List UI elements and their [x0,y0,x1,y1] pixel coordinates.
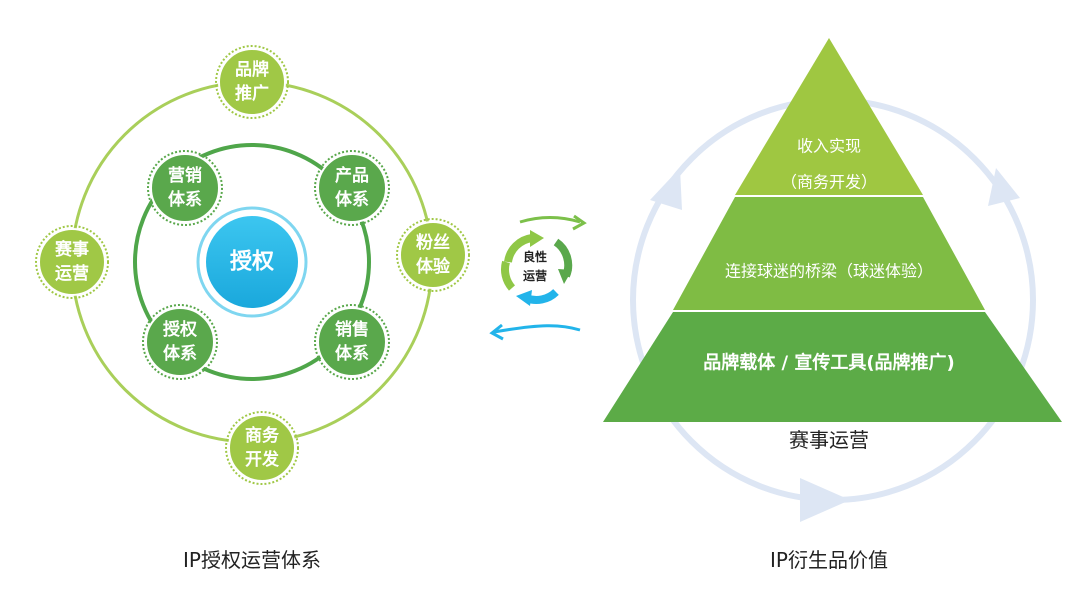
outer-node-event-operation: 赛事 运营 [35,225,109,299]
inner-node-label-line1: 营销 [168,165,202,186]
inner-node-label-line2: 体系 [335,343,369,364]
center-node-licensing: 授权 [196,206,308,318]
orbit-arrow-left [650,168,682,210]
inner-node-product-system: 产品 体系 [314,150,390,226]
inner-node-label-line1: 授权 [163,319,198,340]
tier-middle-label: 连接球迷的桥梁（球迷体验） [725,262,933,281]
cycle-label-line1: 良性 [523,249,547,264]
inner-node-label-line2: 体系 [168,189,202,210]
ip-merchandise-value-diagram: 收入实现 （商务开发） 连接球迷的桥梁（球迷体验） 品牌载体 / 宣传工具(品牌… [603,38,1062,572]
inner-ring [133,143,371,381]
outer-node-brand-promotion: 品牌 推广 [215,45,289,119]
outer-node-label-line2: 体验 [416,256,451,277]
right-caption: IP衍生品价值 [770,548,888,572]
inner-node-label-line2: 体系 [335,189,369,210]
orbit-arrow-right [988,168,1020,206]
ip-licensing-system-diagram: 授权 营销 体系 产品 体系 授权 体系 销售 体系 [35,45,470,572]
inner-node-label-line2: 体系 [163,343,197,364]
inner-node-licensing-system: 授权 体系 [142,304,218,380]
outer-node-label-line1: 商务 [245,425,280,446]
flow-arrow-left [489,323,581,341]
outer-node-label-line2: 运营 [55,263,89,284]
flow-arrow-right [519,214,587,231]
center-label: 授权 [230,249,275,275]
cycle-label-line2: 运营 [523,268,547,283]
virtuous-cycle: 良性 运营 [489,214,587,341]
orbit-arrow-bottom [800,478,850,522]
cycle-arrows-icon [500,230,573,306]
outer-node-label-line2: 推广 [235,83,269,104]
outer-node-label-line2: 开发 [245,449,280,470]
inner-node-sales-system: 销售 体系 [314,304,390,380]
pyramid-tier-top [735,38,923,195]
left-caption: IP授权运营体系 [183,548,321,572]
inner-node-label-line1: 销售 [335,319,369,340]
inner-node-label-line1: 产品 [335,165,369,186]
outer-node-business-development: 商务 开发 [225,411,299,485]
outer-node-label-line1: 品牌 [235,59,269,80]
outer-node-fan-experience: 粉丝 体验 [396,218,470,292]
tier-top-label-line2: （商务开发） [781,173,877,192]
pyramid-tier-base [603,312,1062,422]
inner-node-marketing-system: 营销 体系 [147,150,223,226]
tier-top-label-line1: 收入实现 [797,137,861,156]
pyramid-tier-middle [673,197,985,310]
pyramid-base-label: 赛事运营 [789,428,869,452]
outer-node-label-line1: 粉丝 [416,232,450,253]
outer-node-label-line1: 赛事 [54,239,89,260]
tier-base-label: 品牌载体 / 宣传工具(品牌推广) [703,352,955,374]
